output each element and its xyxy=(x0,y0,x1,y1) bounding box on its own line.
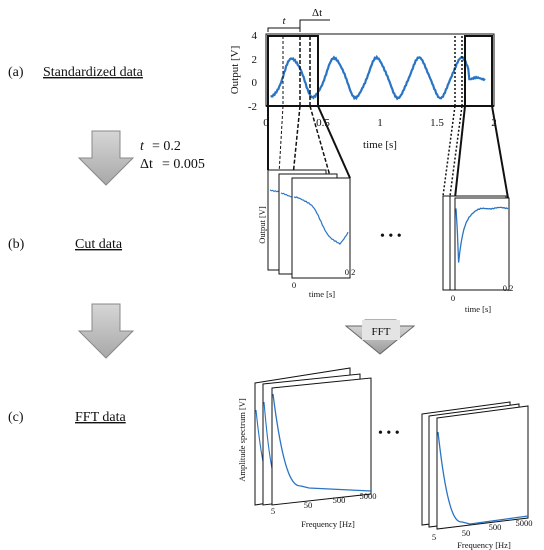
main-ytick-minus2: -2 xyxy=(248,101,257,113)
step-c-title: FFT data xyxy=(75,410,126,425)
param-dt-symbol: Δt xyxy=(140,157,153,172)
cut-stack-right: 0 0.2 time [s] xyxy=(442,195,514,314)
step-b: (b) Cut data xyxy=(8,237,123,252)
cut-right-xtick-0: 0 xyxy=(451,293,455,303)
down-arrow-a-b xyxy=(77,130,135,186)
dt-bracket-label: Δt xyxy=(312,7,322,19)
main-xtick-1.5: 1.5 xyxy=(430,117,444,129)
step-b-title: Cut data xyxy=(75,237,123,252)
main-xlabel: time [s] xyxy=(363,139,397,151)
main-chart: 4 2 0 -2 0 0.5 1 1.5 2 time [s] Output [… xyxy=(229,30,497,151)
fft-arrow: FFT xyxy=(344,319,416,355)
last-window-box xyxy=(464,35,493,107)
dt-bracket: Δt xyxy=(299,7,330,28)
projection-lines-right xyxy=(442,105,509,199)
fft-right-xtick-500: 500 xyxy=(489,522,502,532)
cut-parameters: t = 0.2 Δt = 0.005 xyxy=(140,139,205,172)
fft-left-xtick-50: 50 xyxy=(304,500,313,510)
main-ytick-4: 4 xyxy=(252,30,258,42)
step-a: (a) Standardized data xyxy=(8,65,144,80)
cut-r-panel-front xyxy=(454,197,510,291)
step-c: (c) FFT data xyxy=(8,410,126,425)
fft-left-ylabel: Amplitude spectrum [V] xyxy=(237,398,247,482)
step-a-title: Standardized data xyxy=(43,65,144,80)
fft-right-xtick-50: 50 xyxy=(462,528,471,538)
main-ylabel: Output [V] xyxy=(229,46,241,95)
cut-stack-left: Output [V] 0 0.2 time [s] xyxy=(257,169,356,299)
t-bracket-label: t xyxy=(282,15,286,27)
param-t-symbol: t xyxy=(140,139,145,154)
param-dt-value: = 0.005 xyxy=(162,157,205,172)
cut-left-xtick-0.2: 0.2 xyxy=(345,267,356,277)
first-window-box xyxy=(267,35,319,107)
cut-r-panel-line xyxy=(455,206,509,263)
fft-r-panel-line xyxy=(437,431,529,525)
fft-left-xtick-5000: 5000 xyxy=(360,491,377,501)
cut-panel-mid-line xyxy=(280,192,292,198)
projection-lines-left xyxy=(267,105,351,179)
cut-right-xtick-0.2: 0.2 xyxy=(503,283,514,293)
step-c-letter: (c) xyxy=(8,410,24,425)
step-b-letter: (b) xyxy=(8,237,25,252)
fft-r-panel-front xyxy=(436,405,529,530)
fft-left-xtick-5: 5 xyxy=(271,506,275,516)
fft-right-xtick-5: 5 xyxy=(432,532,436,542)
fft-left-xlabel: Frequency [Hz] xyxy=(301,519,355,529)
down-arrow-b-c xyxy=(77,303,135,359)
fft-right-xtick-5000: 5000 xyxy=(516,518,533,528)
fft-left-xtick-500: 500 xyxy=(333,495,346,505)
fft-label: FFT xyxy=(372,326,391,338)
fft-stack-left: Amplitude spectrum [V] 5 50 500 5000 Fre… xyxy=(237,367,377,529)
fft-ellipsis: • • • xyxy=(378,426,400,441)
main-ytick-0: 0 xyxy=(252,77,258,89)
cut-panel-front xyxy=(291,177,351,279)
param-t-value: = 0.2 xyxy=(152,139,181,154)
main-ytick-2: 2 xyxy=(252,54,258,66)
main-xtick-1: 1 xyxy=(377,117,383,129)
cut-right-xlabel: time [s] xyxy=(465,304,491,314)
main-xtick-0: 0 xyxy=(263,117,269,129)
fft-panel-front-line xyxy=(272,393,372,492)
step-a-letter: (a) xyxy=(8,65,24,80)
cut-left-ylabel: Output [V] xyxy=(257,206,267,244)
main-output-line xyxy=(270,54,486,101)
fft-panel-front xyxy=(271,377,372,506)
fft-stack-right: 5 50 500 5000 Frequency [Hz] xyxy=(421,401,533,550)
t-bracket: t xyxy=(267,15,301,32)
cut-left-xlabel: time [s] xyxy=(309,289,335,299)
cut-ellipsis: • • • xyxy=(380,229,402,244)
cut-left-xtick-0: 0 xyxy=(292,280,296,290)
cut-panel-front-line xyxy=(293,196,349,246)
fft-right-xlabel: Frequency [Hz] xyxy=(457,540,511,550)
